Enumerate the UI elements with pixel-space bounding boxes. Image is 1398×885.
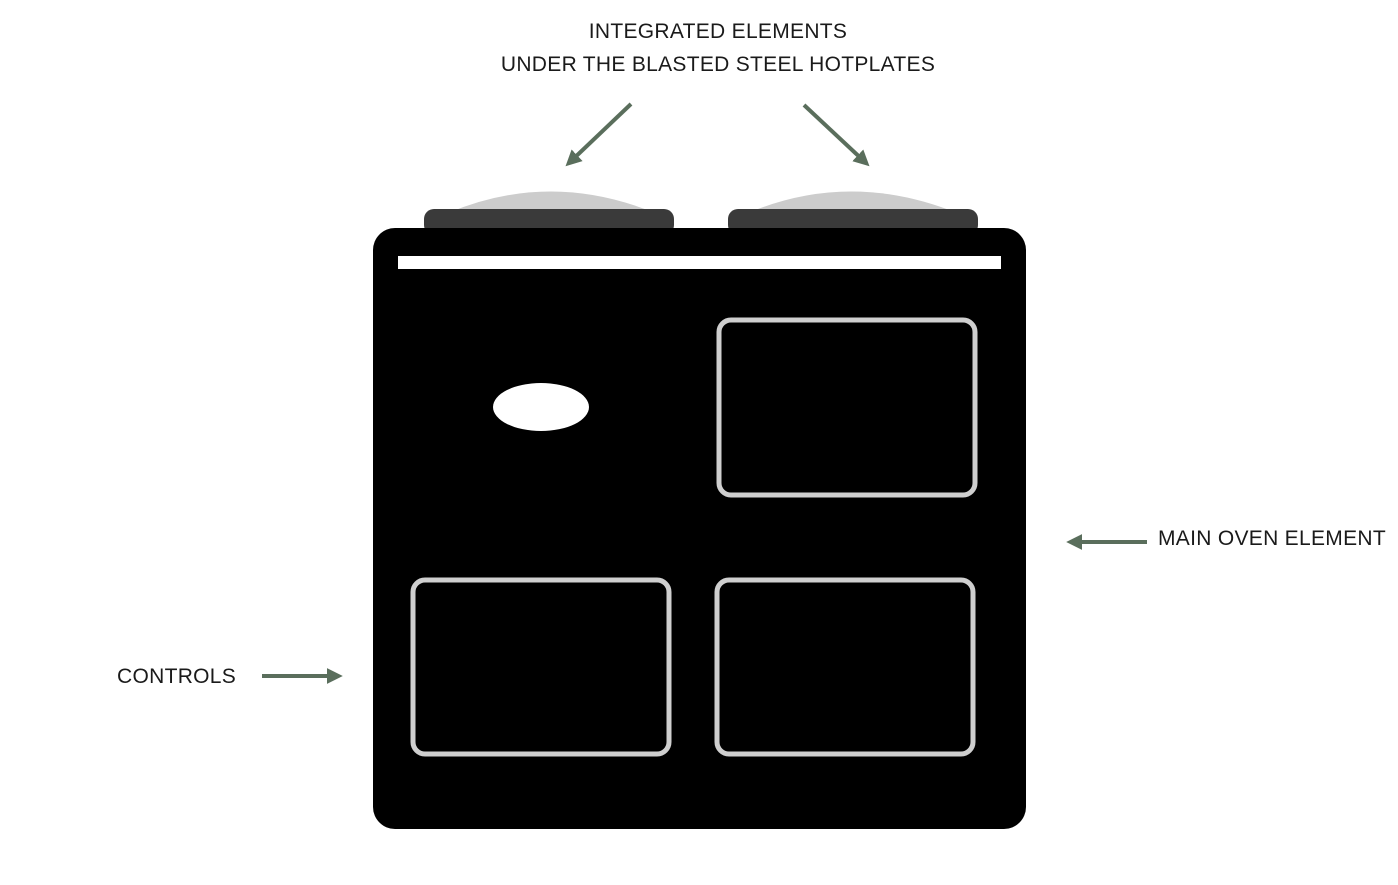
cooker-badge	[493, 383, 589, 431]
hotplates-annotation-line-1: INTEGRATED ELEMENTS	[588, 20, 848, 43]
controls-annotation: CONTROLS	[117, 665, 237, 688]
main-oven-annotation: MAIN OVEN ELEMENT	[1158, 527, 1386, 550]
towel-rail	[398, 256, 1001, 269]
hotplate-left-arrow	[565, 102, 633, 167]
top-right-oven-door	[716, 317, 978, 498]
hotplate-right-arrow	[802, 103, 870, 167]
right-hotplate-lid	[748, 191, 957, 213]
hotplates-annotation-line-2: UNDER THE BLASTED STEEL HOTPLATES	[500, 53, 936, 76]
left-hotplate-lid	[448, 191, 655, 213]
bottom-right-oven-door	[714, 577, 976, 757]
bottom-left-oven-door	[410, 577, 672, 757]
cooker-body	[373, 228, 1026, 829]
